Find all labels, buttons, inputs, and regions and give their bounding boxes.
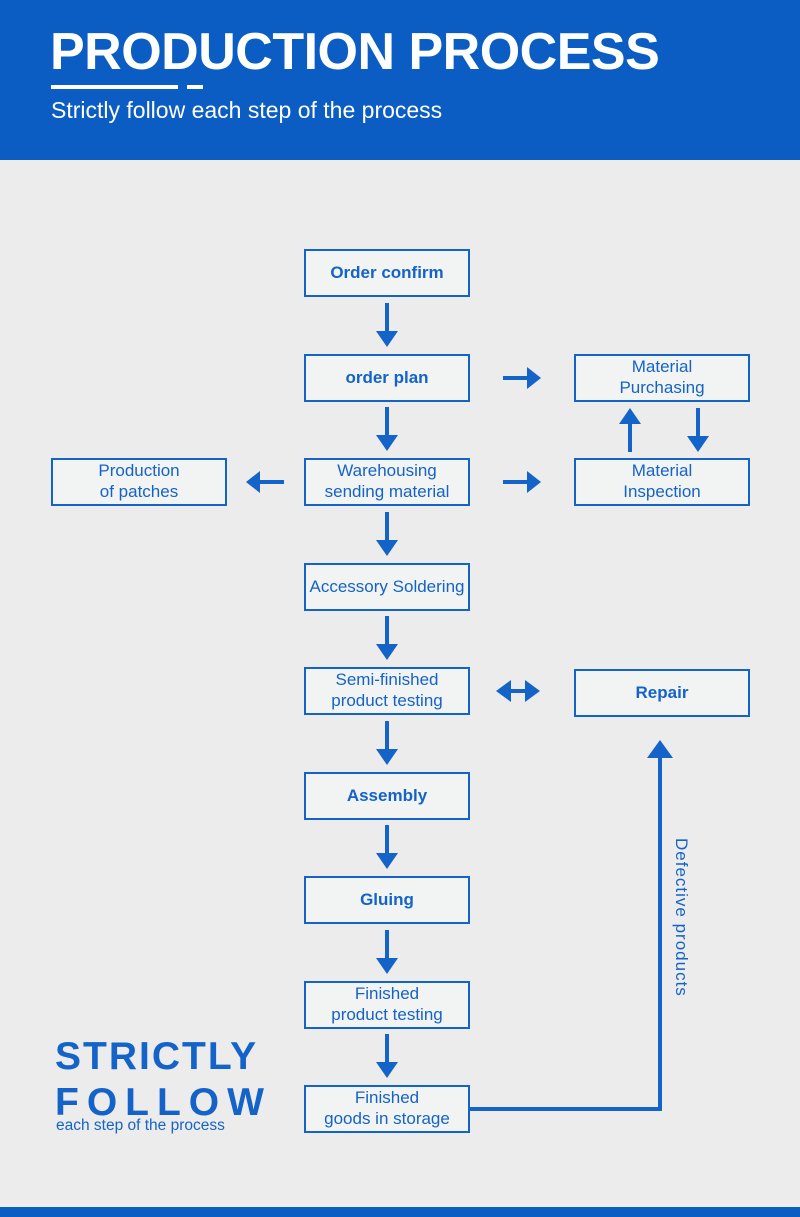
brand-strictly-text: STRICTLY: [55, 1035, 259, 1078]
node-order-confirm: Order confirm: [304, 249, 470, 297]
node-order-plan: order plan: [304, 354, 470, 402]
node-gluing: Gluing: [304, 876, 470, 924]
arrow-down-icon: [375, 303, 399, 347]
node-semi-finished-product-testing: Semi-finished product testing: [304, 667, 470, 715]
arrow-down-icon: [375, 1034, 399, 1078]
arrow-double-horizontal-icon: [496, 679, 540, 703]
header-banner: PRODUCTION PROCESS Strictly follow each …: [0, 0, 800, 160]
node-finished-goods-in-storage: Finished goods in storage: [304, 1085, 470, 1133]
node-label: Repair: [635, 682, 689, 702]
brand-tagline: each step of the process: [56, 1117, 225, 1134]
node-label: order plan: [345, 367, 429, 387]
node-label: Material Inspection: [623, 461, 701, 501]
title-underline: [51, 85, 178, 89]
node-label: Finished product testing: [331, 984, 443, 1024]
defective-products-label: Defective products: [672, 838, 691, 997]
footer-bar: [0, 1207, 800, 1217]
arrow-right-icon: [503, 366, 541, 390]
node-label: Gluing: [360, 889, 414, 909]
arrow-down-icon: [375, 930, 399, 974]
arrow-up-icon: [618, 408, 642, 452]
node-label: Material Purchasing: [619, 357, 705, 397]
arrow-down-icon: [375, 825, 399, 869]
node-label: Accessory Soldering: [309, 576, 465, 596]
node-accessory-soldering: Accessory Soldering: [304, 563, 470, 611]
feedback-line-horizontal: [470, 1107, 662, 1111]
title-underline-dash: [187, 85, 203, 89]
brand-follow-text: FOLLOW: [55, 1081, 272, 1124]
arrow-down-icon: [686, 408, 710, 452]
page-subtitle: Strictly follow each step of the process: [51, 97, 443, 123]
page-title: PRODUCTION PROCESS: [50, 23, 660, 81]
arrow-down-icon: [375, 407, 399, 451]
node-repair: Repair: [574, 669, 750, 717]
node-label: Order confirm: [330, 262, 444, 282]
node-label: Finished goods in storage: [324, 1088, 450, 1128]
arrow-down-icon: [375, 616, 399, 660]
node-production-of-patches: Production of patches: [51, 458, 227, 506]
arrow-left-icon: [246, 470, 284, 494]
node-label: Production of patches: [98, 461, 180, 501]
node-label: Semi-finished product testing: [331, 670, 443, 710]
node-warehousing-sending-material: Warehousing sending material: [304, 458, 470, 506]
feedback-arrow-up-icon: [647, 740, 673, 758]
feedback-line-vertical: [658, 756, 662, 1111]
arrow-down-icon: [375, 512, 399, 556]
node-material-purchasing: Material Purchasing: [574, 354, 750, 402]
arrow-down-icon: [375, 721, 399, 765]
node-label: Warehousing sending material: [324, 461, 450, 501]
node-material-inspection: Material Inspection: [574, 458, 750, 506]
node-label: Assembly: [346, 785, 428, 805]
node-finished-product-testing: Finished product testing: [304, 981, 470, 1029]
node-assembly: Assembly: [304, 772, 470, 820]
arrow-right-icon: [503, 470, 541, 494]
